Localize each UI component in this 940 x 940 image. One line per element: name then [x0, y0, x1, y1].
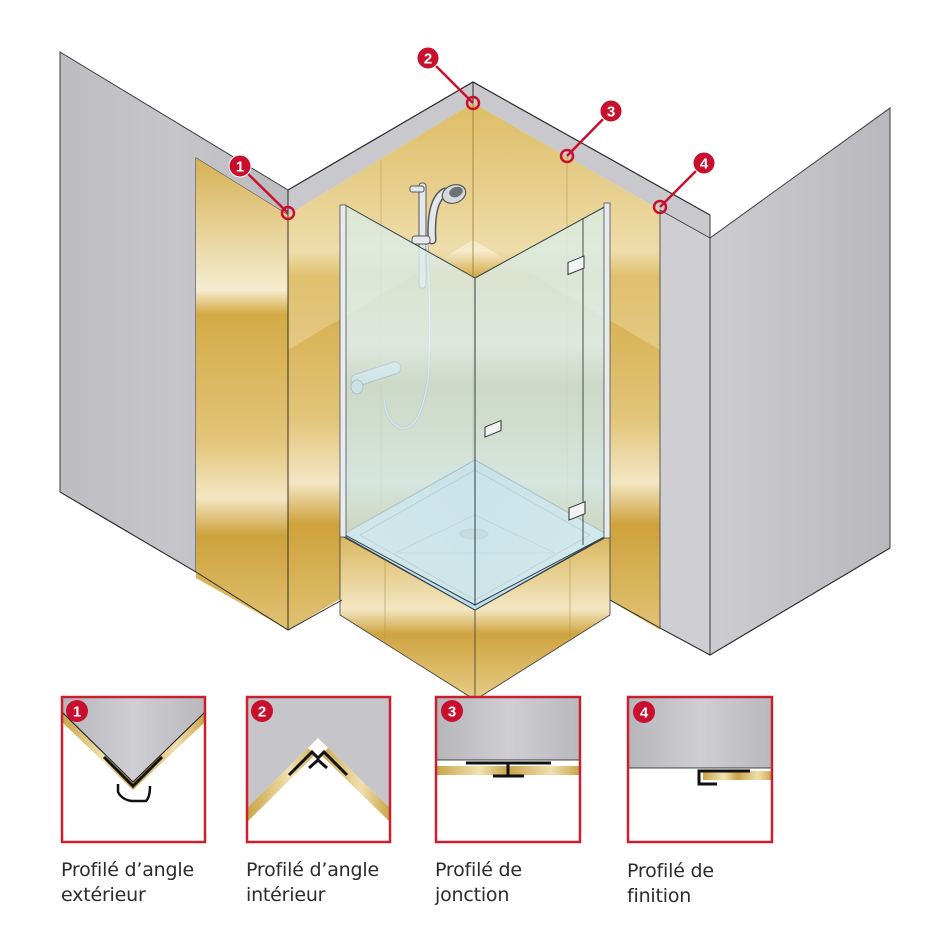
- marker-1-number: 1: [236, 159, 244, 176]
- detail-panel-2: 2: [245, 695, 392, 844]
- left-panel-foot: [59, 491, 891, 656]
- marker-2[interactable]: 2: [416, 46, 481, 111]
- marker-3[interactable]: 3: [559, 99, 623, 164]
- caption-2-line1: Profilé d’angle: [246, 859, 379, 881]
- left-wall: [59, 51, 289, 630]
- caption-interior-angle-profile: Profilé d’angle intérieur: [246, 858, 379, 908]
- detail-3-number: 3: [448, 704, 456, 721]
- caption-3-line1: Profilé de: [435, 859, 522, 881]
- detail-1-number: 1: [73, 704, 81, 721]
- marker-3-number: 3: [607, 104, 615, 121]
- marker-4[interactable]: 4: [652, 151, 716, 215]
- detail-2-number: 2: [258, 704, 266, 721]
- right-wall: [659, 107, 891, 656]
- detail-panel-4: 4: [626, 695, 774, 844]
- glass-enclosure: [339, 202, 611, 606]
- caption-2-line2: intérieur: [246, 884, 326, 906]
- marker-1[interactable]: 1: [228, 154, 296, 221]
- caption-joint-profile: Profilé de jonction: [435, 858, 522, 908]
- caption-exterior-angle-profile: Profilé d’angle extérieur: [61, 858, 194, 908]
- detail-panel-1: 1: [60, 695, 207, 844]
- marker-4-number: 4: [700, 156, 709, 173]
- detail-4-number: 4: [640, 705, 649, 722]
- caption-4-line1: Profilé de: [627, 860, 714, 882]
- detail-panel-3: 3: [434, 695, 582, 844]
- caption-finishing-profile: Profilé de finition: [627, 859, 714, 909]
- caption-1-line1: Profilé d’angle: [61, 859, 194, 881]
- caption-4-line2: finition: [627, 885, 692, 907]
- caption-1-line2: extérieur: [61, 884, 146, 906]
- top-ledge: [287, 81, 711, 540]
- marker-2-number: 2: [424, 51, 432, 68]
- caption-3-line2: jonction: [435, 884, 510, 906]
- callout-markers: 1 2 3 4: [228, 46, 716, 221]
